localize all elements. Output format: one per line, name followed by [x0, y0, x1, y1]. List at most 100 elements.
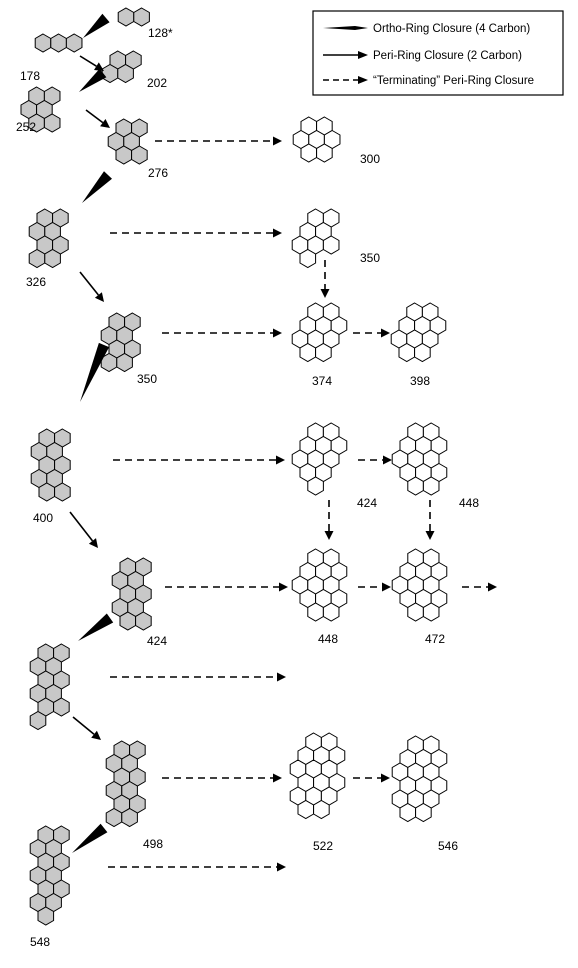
ring: [37, 906, 55, 926]
term-arrow-276-300-head: [273, 136, 282, 146]
peri-arrow-448-498-line: [72, 716, 95, 735]
ring: [414, 342, 431, 363]
ring: [65, 33, 83, 53]
peri-arrow-448-498-head: [91, 730, 101, 740]
ring: [44, 248, 61, 269]
ring: [133, 7, 150, 27]
molecule-398: [390, 302, 447, 363]
term-arrow-522-546-head: [381, 773, 390, 783]
ring: [116, 352, 133, 373]
mass-label-252: 252: [16, 120, 36, 134]
term-arrow-424-448b-head: [324, 531, 334, 540]
ring: [322, 602, 340, 622]
mass-label-178: 178: [20, 69, 40, 83]
term-arrow-498-522-head: [273, 773, 282, 783]
ortho-arrow-202-252: [79, 68, 107, 92]
mass-label-498: 498: [143, 837, 163, 851]
molecule-424-left: [111, 557, 152, 631]
anthracene-178: [34, 33, 83, 53]
ring: [117, 7, 135, 27]
term-arrow-448-472-head: [425, 531, 435, 540]
ortho-arrow-276-326: [82, 171, 112, 203]
arrows: [69, 13, 497, 872]
molecule-448-top: [391, 422, 448, 496]
naphthalene-128: [117, 7, 150, 27]
ring: [115, 145, 133, 165]
mass-label-546: 546: [438, 839, 458, 853]
legend: Ortho-Ring Closure (4 Carbon) Peri-Ring …: [312, 10, 564, 96]
mass-label-472: 472: [425, 632, 445, 646]
molecules: [20, 7, 448, 926]
ring: [38, 482, 56, 502]
molecule-546: [391, 735, 448, 823]
term-arrow-424-448-head: [383, 455, 392, 465]
molecule-548: [29, 825, 70, 926]
peri-arrow-178-202-line: [79, 55, 97, 67]
coronene-300: [292, 116, 341, 163]
peri-arrow-326-350-line: [79, 271, 100, 296]
term-arrow-326-350-head: [273, 228, 282, 238]
ring: [135, 611, 152, 631]
mass-label-326: 326: [26, 275, 46, 289]
ortho-arrow-350-400: [80, 342, 110, 402]
ring: [398, 342, 416, 363]
ring: [29, 710, 47, 731]
ring: [43, 113, 61, 133]
molecule-350-left: [100, 312, 141, 373]
peri-arrow-252-276-line: [85, 109, 104, 124]
molecule-326: [28, 208, 69, 269]
mass-labels: 128* 178 202 252 276 300 326 350 350 374…: [16, 26, 479, 949]
mass-label-350-left: 350: [137, 372, 157, 386]
ring: [299, 248, 317, 269]
peri-arrow-400-424-head: [88, 538, 98, 548]
term-arrow-472-next-head: [488, 582, 497, 592]
term-arrow-448-472b-head: [382, 582, 391, 592]
term-arrow-548-next-head: [277, 862, 286, 872]
mass-label-448-mid: 448: [318, 632, 338, 646]
ring: [316, 143, 333, 163]
mass-label-276: 276: [148, 166, 168, 180]
ring: [117, 63, 134, 84]
molecule-522: [289, 732, 346, 820]
ortho-arrow-128-178: [83, 13, 110, 39]
ring: [313, 799, 330, 820]
ring: [50, 33, 67, 53]
ortho-arrow-498-548: [72, 823, 108, 853]
molecule-424-right: [291, 422, 348, 496]
ring: [322, 235, 340, 255]
mass-label-522: 522: [313, 839, 333, 853]
legend-terminating-label: “Terminating” Peri-Ring Closure: [373, 75, 534, 87]
molecule-400: [30, 428, 71, 502]
mass-label-128: 128*: [148, 26, 173, 40]
mass-label-350-right: 350: [360, 251, 380, 265]
ring: [28, 248, 46, 269]
ring: [422, 476, 440, 496]
mass-label-424-left: 424: [147, 634, 167, 648]
mass-label-398: 398: [410, 374, 430, 388]
ring: [121, 807, 138, 828]
molecule-350-right: [291, 208, 340, 269]
molecule-498: [105, 740, 146, 828]
ring: [422, 602, 440, 622]
ring: [307, 602, 324, 622]
peri-arrow-326-350-head: [94, 292, 104, 302]
benzo-pyrene-252: [20, 86, 61, 133]
ortho-arrow-icon: [323, 26, 368, 30]
terminating-arrow-icon: [358, 76, 368, 84]
mass-label-202: 202: [147, 76, 167, 90]
ring: [54, 482, 71, 502]
term-arrow-424-448c-head: [279, 582, 288, 592]
pyrene-202: [101, 50, 142, 84]
ring: [53, 697, 70, 717]
peri-arrow-400-424-line: [69, 511, 94, 542]
molecule-472: [391, 548, 448, 622]
term-arrow-400-424-head: [276, 455, 285, 465]
ring: [297, 799, 315, 820]
molecule-448-left: [29, 643, 70, 731]
term-arrow-350-374b-head: [273, 328, 282, 338]
mass-label-548: 548: [30, 935, 50, 949]
peri-arrow-178-202-head: [94, 62, 104, 71]
ring: [415, 802, 432, 823]
ring: [101, 63, 119, 84]
ring: [105, 807, 123, 828]
